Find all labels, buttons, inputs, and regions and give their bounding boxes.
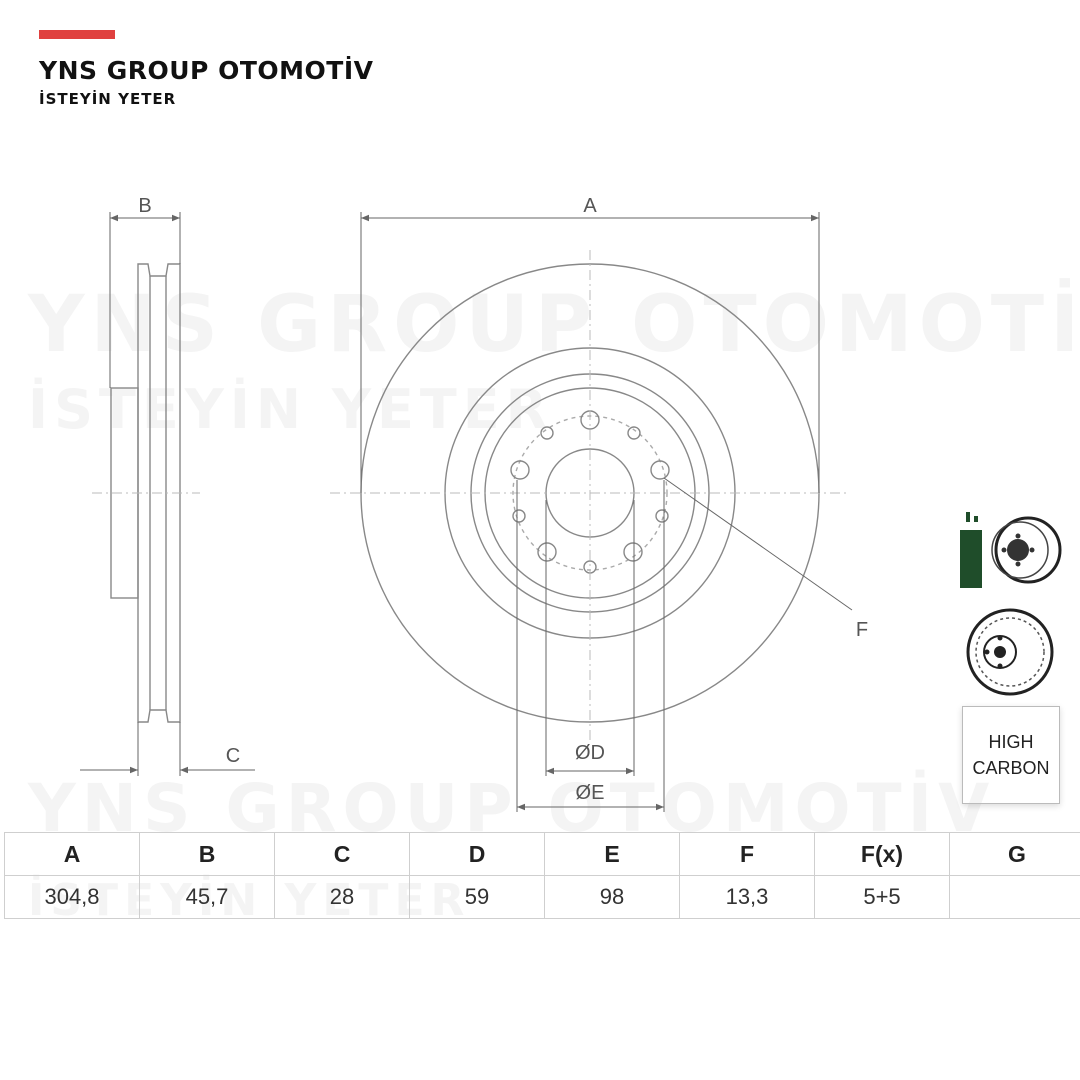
front-centerlines [330,250,850,740]
dimension-d [545,500,635,776]
spec-value-row: 304,8 45,7 28 59 98 13,3 5+5 [4,875,1080,919]
label-b: B [138,195,151,217]
high-carbon-badge: HIGH CARBON [962,706,1060,804]
spec-header-row: A B C D E F F(x) G [4,832,1080,876]
header-d: D [409,832,545,876]
header-f: F [679,832,815,876]
header-b: B [139,832,275,876]
watermark-brand: YNS GROUP OTOMOTİV [28,280,1080,370]
header-fx: F(x) [814,832,950,876]
value-e: 98 [544,875,680,919]
spec-table: A B C D E F F(x) G 304,8 45,7 28 59 98 1… [4,832,1080,919]
label-c: C [226,745,240,767]
value-c: 28 [274,875,410,919]
dimension-b [109,212,181,388]
dimension-e [516,480,665,812]
header-g: G [949,832,1080,876]
value-f: 13,3 [679,875,815,919]
value-fx: 5+5 [814,875,950,919]
disc-product-icon [960,512,1062,588]
value-g [949,875,1080,919]
disc-3d-icon [966,608,1054,696]
brand-accent-bar [39,30,115,39]
label-d: ØD [575,742,605,764]
label-a: A [583,195,597,217]
label-f: F [856,619,868,641]
badge-line-1: HIGH [988,732,1034,752]
badge-line-2: CARBON [972,758,1050,778]
header-a: A [4,832,140,876]
value-d: 59 [409,875,545,919]
label-e: ØE [576,782,605,804]
dimension-a [360,212,820,493]
dimension-c [80,722,255,776]
brand-tagline: İSTEYİN YETER [39,90,177,108]
leader-f [663,477,853,611]
value-a: 304,8 [4,875,140,919]
brand-title: YNS GROUP OTOMOTİV [39,56,374,85]
header-e: E [544,832,680,876]
header-c: C [274,832,410,876]
value-b: 45,7 [139,875,275,919]
